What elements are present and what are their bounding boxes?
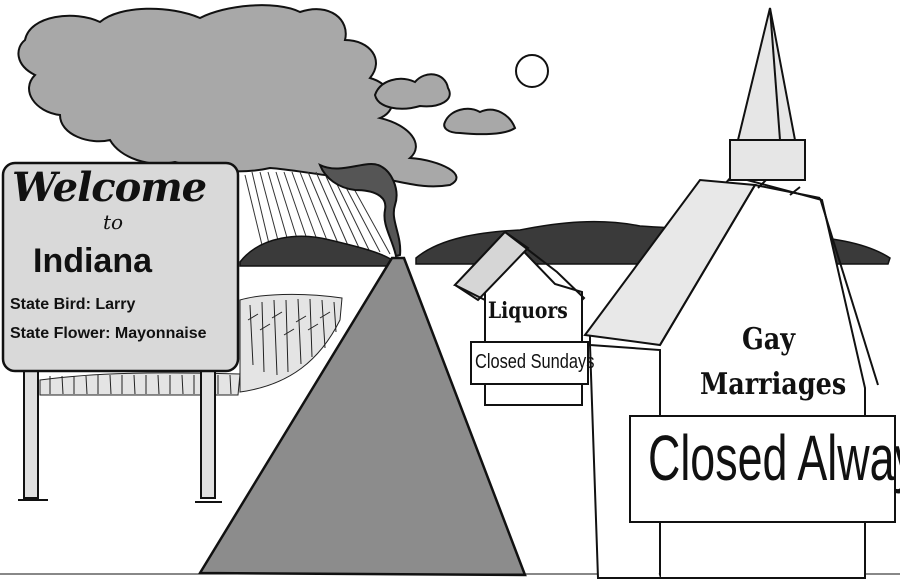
sun [515, 54, 549, 88]
welcome-sign-bird: State Bird: Larry [10, 296, 136, 313]
welcome-sign [1, 161, 240, 503]
rain [244, 171, 391, 255]
tornado [318, 162, 402, 258]
church-notice: Closed Always [648, 422, 900, 494]
cornfield [39, 293, 343, 396]
storm-clouds [17, 4, 517, 188]
church-banner-line2: Marriages [700, 367, 847, 402]
church-banner-line1: Gay [742, 322, 796, 357]
liquor-store [452, 230, 589, 406]
church [583, 7, 896, 579]
welcome-sign-to: to [103, 210, 124, 234]
welcome-sign-flower: State Flower: Mayonnaise [10, 325, 207, 342]
welcome-sign-greeting: Welcome [12, 164, 207, 211]
liquor-store-notice: Closed Sundays [475, 351, 595, 373]
liquor-store-name: Liquors [488, 298, 568, 324]
welcome-sign-state: Indiana [33, 242, 153, 280]
